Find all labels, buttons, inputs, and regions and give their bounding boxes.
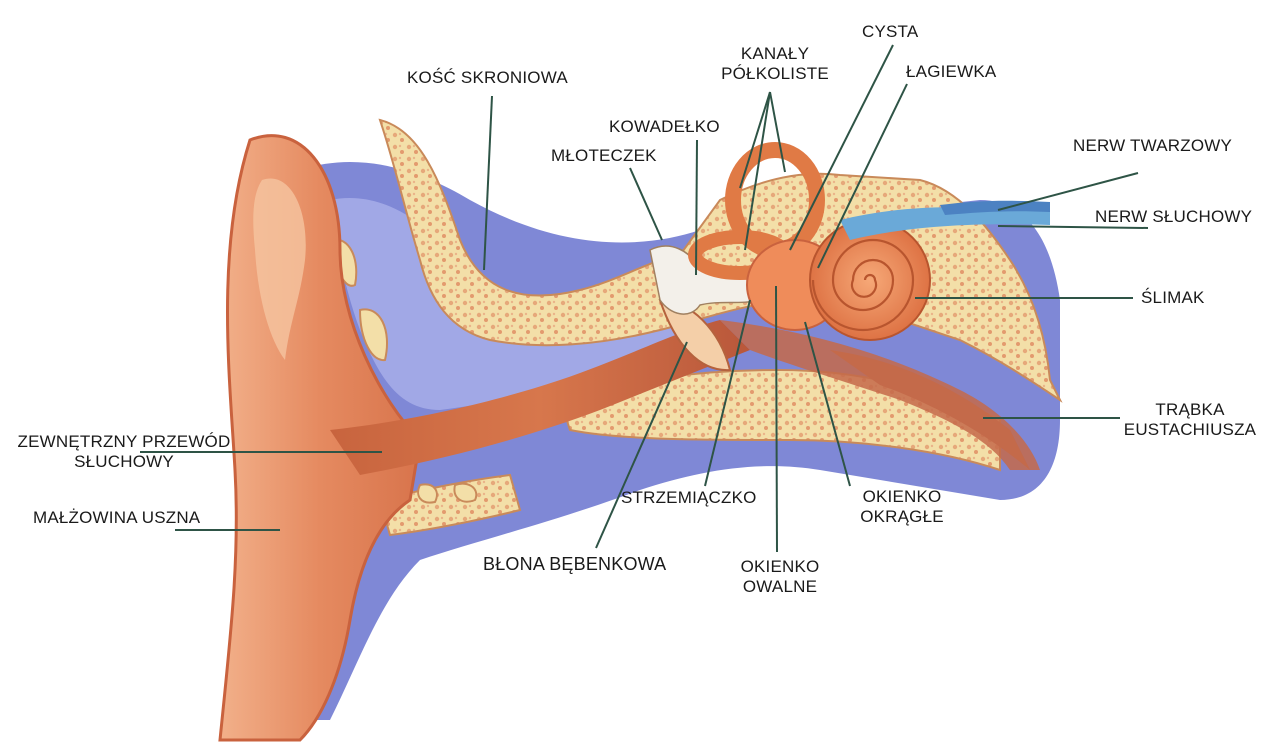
label-eustachian-tube-line1: TRĄBKA <box>1155 400 1225 419</box>
ear-canal <box>330 320 750 475</box>
label-eardrum: BŁONA BĘBENKOWA <box>483 554 667 574</box>
label-temporal-bone: KOŚĆ SKRONIOWA <box>407 68 568 87</box>
label-ear-canal: ZEWNĘTRZNY PRZEWÓD SŁUCHOWY <box>4 432 244 472</box>
label-malleus: MŁOTECZEK <box>551 146 657 165</box>
label-semicircular-canals-line2: PÓŁKOLISTE <box>721 64 829 83</box>
label-facial-nerve: NERW TWARZOWY <box>1073 136 1233 155</box>
label-round-window-line2: OKRĄGŁE <box>860 507 944 526</box>
leader-lines <box>140 44 1149 553</box>
label-incus: KOWADEŁKO <box>609 117 720 136</box>
eustachian-tube <box>830 350 1030 470</box>
label-semicircular-canals-line1: KANAŁY <box>740 44 810 63</box>
label-eustachian-tube: TRĄBKA EUSTACHIUSZA <box>1115 400 1265 440</box>
label-cochlea: ŚLIMAK <box>1141 288 1205 307</box>
nerve-bundle <box>840 207 1050 240</box>
label-auditory-nerve: NERW SŁUCHOWY <box>1095 207 1253 226</box>
label-auricle: MAŁŻOWINA USZNA <box>33 508 201 527</box>
label-ear-canal-line2: SŁUCHOWY <box>74 452 174 471</box>
label-eustachian-tube-line2: EUSTACHIUSZA <box>1123 420 1257 439</box>
label-ear-canal-line1: ZEWNĘTRZNY PRZEWÓD <box>17 432 231 451</box>
label-round-window: OKIENKO OKRĄGŁE <box>842 487 962 527</box>
label-round-window-line1: OKIENKO <box>862 487 942 506</box>
label-utricle: ŁAGIEWKA <box>906 62 997 81</box>
label-oval-window: OKIENKO OWALNE <box>735 557 825 597</box>
cochlea <box>809 219 931 341</box>
label-stapes: STRZEMIĄCZKO <box>621 488 757 507</box>
label-oval-window-line2: OWALNE <box>742 577 818 596</box>
label-oval-window-line1: OKIENKO <box>740 557 820 576</box>
label-semicircular-canals: KANAŁY PÓŁKOLISTE <box>705 44 845 84</box>
temporal-bone <box>378 118 1063 403</box>
label-cyst: CYSTA <box>862 22 919 41</box>
